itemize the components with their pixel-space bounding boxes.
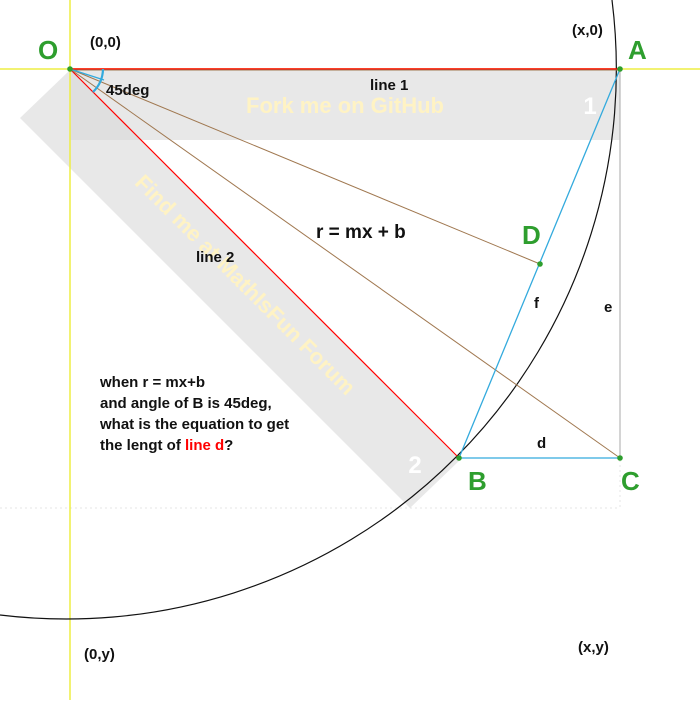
point-a	[617, 66, 623, 72]
faint-grid	[0, 460, 621, 509]
forum-ribbon-number: 2	[408, 452, 421, 479]
coord-zero-y: (0,y)	[84, 646, 115, 663]
radius-circle-arc	[0, 0, 617, 620]
point-label-d: D	[522, 220, 541, 250]
coord-origin: (0,0)	[90, 34, 121, 51]
point-o	[67, 66, 73, 72]
line-d-label: d	[537, 435, 546, 452]
line-2	[69, 68, 460, 459]
point-c	[617, 455, 623, 461]
line-f-label: f	[534, 295, 540, 312]
point-label-a: A	[628, 35, 647, 65]
angle-marker-ray	[69, 68, 105, 81]
equation-label: r = mx + b	[316, 222, 406, 243]
question-line-4-prefix: the lengt of	[100, 437, 185, 454]
github-ribbon-text[interactable]: Fork me on GitHub	[246, 93, 444, 118]
line-o-to-d	[69, 68, 541, 265]
question-highlight-line-d: line d	[185, 437, 225, 454]
forum-ribbon-band[interactable]	[20, 70, 460, 508]
question-line-2: and angle of B is 45deg,	[100, 395, 272, 412]
question-line-4-suffix: ?	[224, 437, 234, 454]
forum-ribbon-text[interactable]: Find me at MathIsFun Forum	[130, 170, 360, 400]
angle-arc	[92, 68, 105, 93]
coord-x-y: (x,y)	[578, 639, 609, 656]
github-ribbon-band[interactable]	[70, 70, 620, 140]
line-1-label: line 1	[370, 77, 408, 94]
point-label-o: O	[38, 35, 58, 65]
question-line-1: when r = mx+b	[100, 374, 206, 391]
github-ribbon-number: 1	[583, 93, 596, 120]
coord-x-zero: (x,0)	[572, 22, 603, 39]
github-ribbon[interactable]: Fork me on GitHub 1	[70, 70, 620, 140]
angle-label: 45deg	[106, 82, 149, 99]
line-e-label: e	[604, 299, 612, 316]
line-2-label: line 2	[196, 249, 234, 266]
line-o-to-c	[69, 68, 621, 459]
point-b	[456, 455, 462, 461]
point-label-c: C	[621, 466, 640, 496]
question-line-3: what is the equation to get	[100, 416, 290, 433]
question-text: when r = mx+b and angle of B is 45deg, w…	[100, 372, 360, 456]
point-d	[537, 261, 543, 267]
point-label-b: B	[468, 466, 487, 496]
question-line-4: the lengt of line d?	[100, 435, 360, 456]
